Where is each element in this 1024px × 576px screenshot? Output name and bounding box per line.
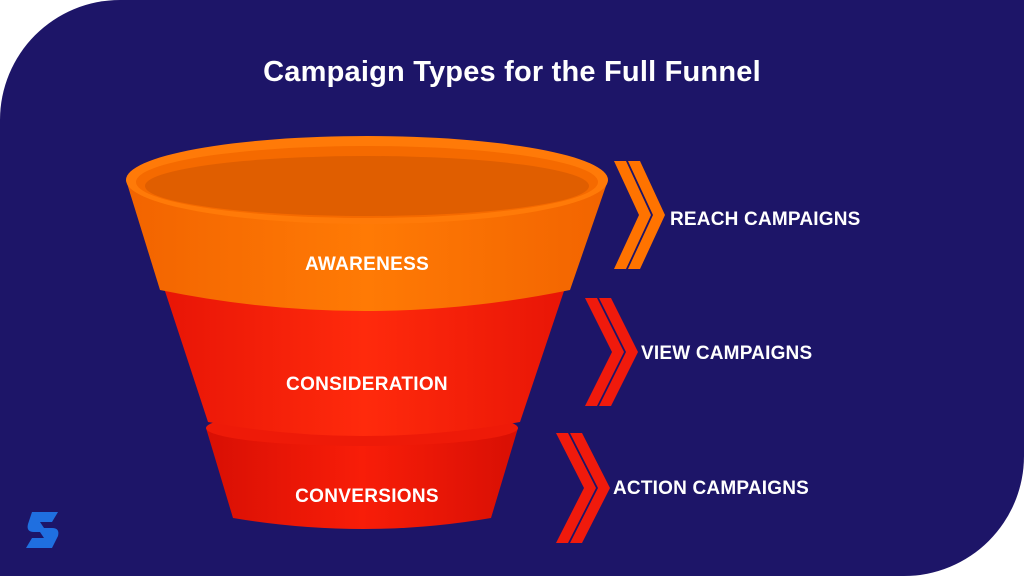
page-title: Campaign Types for the Full Funnel	[263, 56, 761, 88]
campaign-label-view: VIEW CAMPAIGNS	[641, 343, 813, 364]
stage-label-consideration: CONSIDERATION	[286, 374, 448, 395]
campaign-label-action: ACTION CAMPAIGNS	[613, 478, 810, 499]
brand-s-logo-icon	[26, 512, 59, 548]
stage-label-conversions: CONVERSIONS	[295, 486, 439, 507]
funnel-segment-awareness	[126, 136, 608, 311]
funnel-segment-consideration	[162, 282, 567, 436]
chevron-orange-icon	[614, 161, 665, 269]
stage-label-awareness: AWARENESS	[304, 254, 430, 275]
chevron-red-icon	[556, 433, 610, 543]
chevron-red-icon	[585, 298, 638, 406]
campaign-label-reach: REACH CAMPAIGNS	[670, 209, 861, 230]
